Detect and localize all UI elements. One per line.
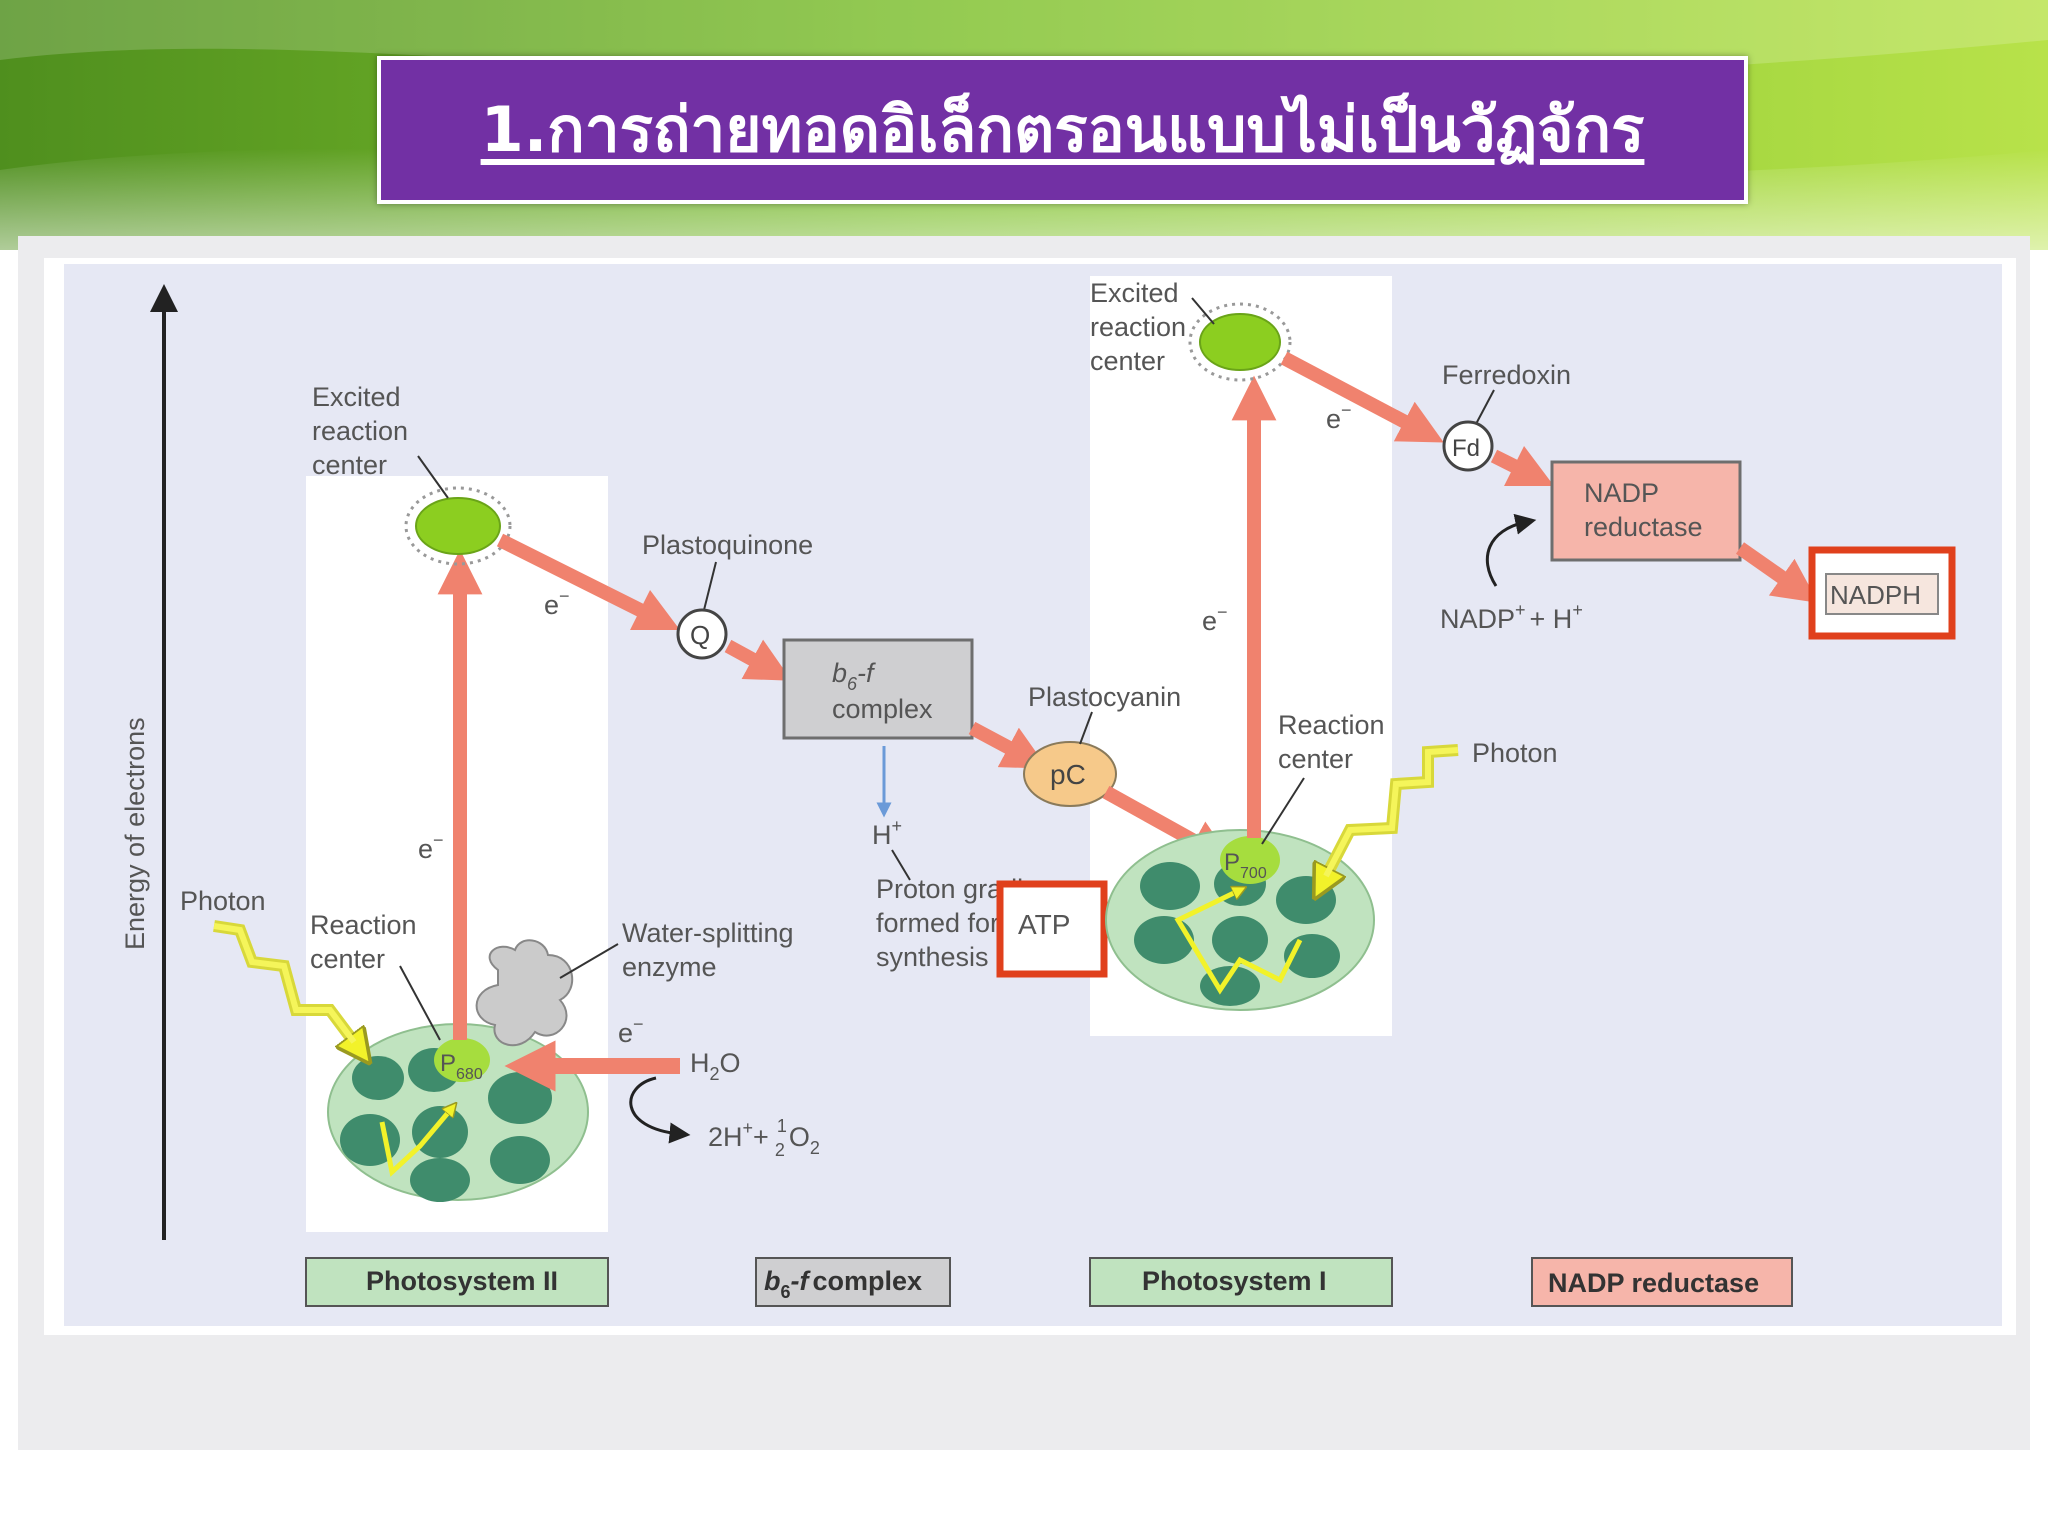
plastoquinone-pointer — [703, 561, 717, 611]
nadph-label: NADPH — [1830, 580, 1921, 610]
excited-rc-ps1 — [1199, 313, 1281, 371]
ps2-q-electron-label: e− — [544, 586, 570, 620]
h-plus-label: H+ — [872, 816, 902, 850]
plastocyanin-pc — [1023, 741, 1117, 807]
ps1-fd-electron-label: e− — [1326, 400, 1352, 434]
ps2-bottom-box — [305, 1257, 609, 1307]
ps2-to-q-arrow — [496, 533, 681, 631]
photon-right-zigzag-core — [1323, 747, 1459, 878]
excited-rc-ps1-pointer — [1191, 297, 1215, 325]
pc-label: pC — [1050, 759, 1086, 790]
excited-rc-ps2 — [415, 497, 501, 555]
proton-pointer — [891, 849, 911, 881]
ps2-antenna-complex — [327, 1023, 589, 1202]
photon-left-zigzag-core — [213, 923, 357, 1044]
ps1-bottom-label: Photosystem I — [1142, 1266, 1327, 1296]
ps1-bottom-box — [1089, 1257, 1393, 1307]
ps1-electron-label: e− — [1202, 602, 1228, 636]
p680-label: P680 — [440, 1050, 483, 1083]
b6f-bottom-box — [755, 1257, 951, 1307]
water-splitting-pointer — [559, 943, 619, 979]
b6f-box-label-2: complex — [832, 694, 933, 724]
plastocyanin-label: Plastocyanin — [1028, 682, 1181, 712]
ferredoxin-label: Ferredoxin — [1442, 360, 1571, 390]
water-split-curve — [629, 1076, 691, 1144]
nadp-bottom-label: NADP reductase — [1548, 1268, 1759, 1298]
b6f-box-label: b6-f — [832, 658, 876, 694]
water-electron-label: e− — [618, 1014, 644, 1048]
h2o-label: H2O — [690, 1048, 741, 1084]
q-label: Q — [690, 620, 710, 650]
ps1-to-fd-arrow — [1280, 351, 1444, 443]
atp-label: ATP — [1018, 909, 1070, 940]
ferredoxin-pointer — [1475, 389, 1495, 425]
nadph-box — [1825, 573, 1939, 615]
nadp-bottom-box — [1531, 1257, 1793, 1307]
q-to-b6f-arrow — [724, 639, 792, 681]
b6f-complex-box — [782, 638, 974, 740]
p700-label: P700 — [1224, 849, 1267, 882]
nadp-curve — [1485, 513, 1537, 587]
nadp-plus-label: NADP++ H+ — [1440, 600, 1583, 634]
ps1-antenna-complex — [1105, 829, 1375, 1011]
water-splitting-enzyme — [475, 939, 574, 1047]
ferredoxin-fd — [1442, 420, 1494, 472]
plastocyanin-pointer — [1079, 711, 1093, 745]
reaction-center-ps1-pointer — [1261, 777, 1305, 845]
atp-highlight — [996, 880, 1108, 978]
reaction-center-ps2-pointer — [399, 965, 441, 1041]
excited-rc-ps1-halo — [1188, 302, 1292, 382]
page-title: 1.การถ่ายทอดอิเล็กตรอนแบบไม่เป็นวัฏจักร — [480, 93, 1645, 166]
plastoquinone-label: Plastoquinone — [642, 530, 813, 560]
excited-rc-ps2-halo — [404, 486, 512, 566]
excited-rc-ps2-pointer — [417, 455, 449, 499]
fd-label: Fd — [1452, 435, 1480, 462]
nadp-to-nadph-arrow — [1735, 542, 1819, 603]
title-banner: 1.การถ่ายทอดอิเล็กตรอนแบบไม่เป็นวัฏจักร — [377, 56, 1748, 204]
b6f-to-pc-arrow — [968, 721, 1048, 769]
photon-left-label: Photon — [180, 886, 266, 916]
ps2-electron-label: e− — [418, 830, 444, 864]
fd-to-nadp-arrow — [1490, 445, 1555, 487]
plastoquinone-q — [676, 608, 728, 660]
ps2-bottom-label: Photosystem II — [366, 1266, 558, 1296]
nadp-reductase-box — [1550, 460, 1742, 562]
energy-axis-label: Energy of electrons — [120, 717, 150, 950]
photon-right-label: Photon — [1472, 738, 1558, 768]
